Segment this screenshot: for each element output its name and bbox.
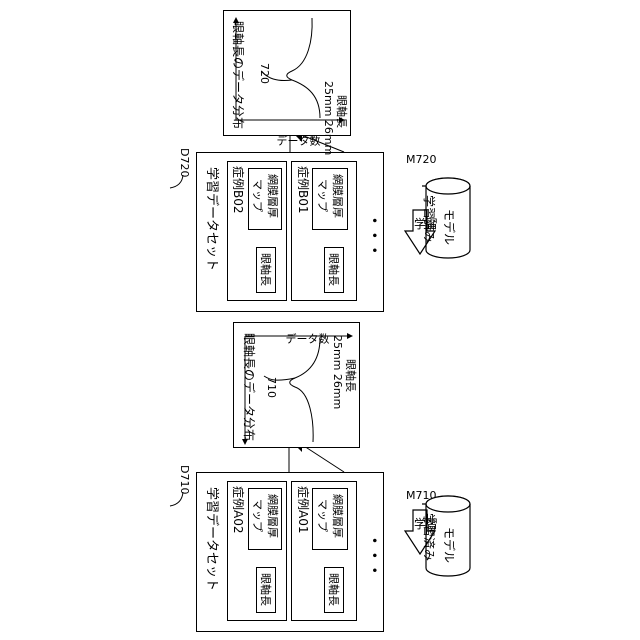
model-label2-720: モデル <box>443 209 455 245</box>
model-label-720: 学習済み <box>423 195 435 243</box>
